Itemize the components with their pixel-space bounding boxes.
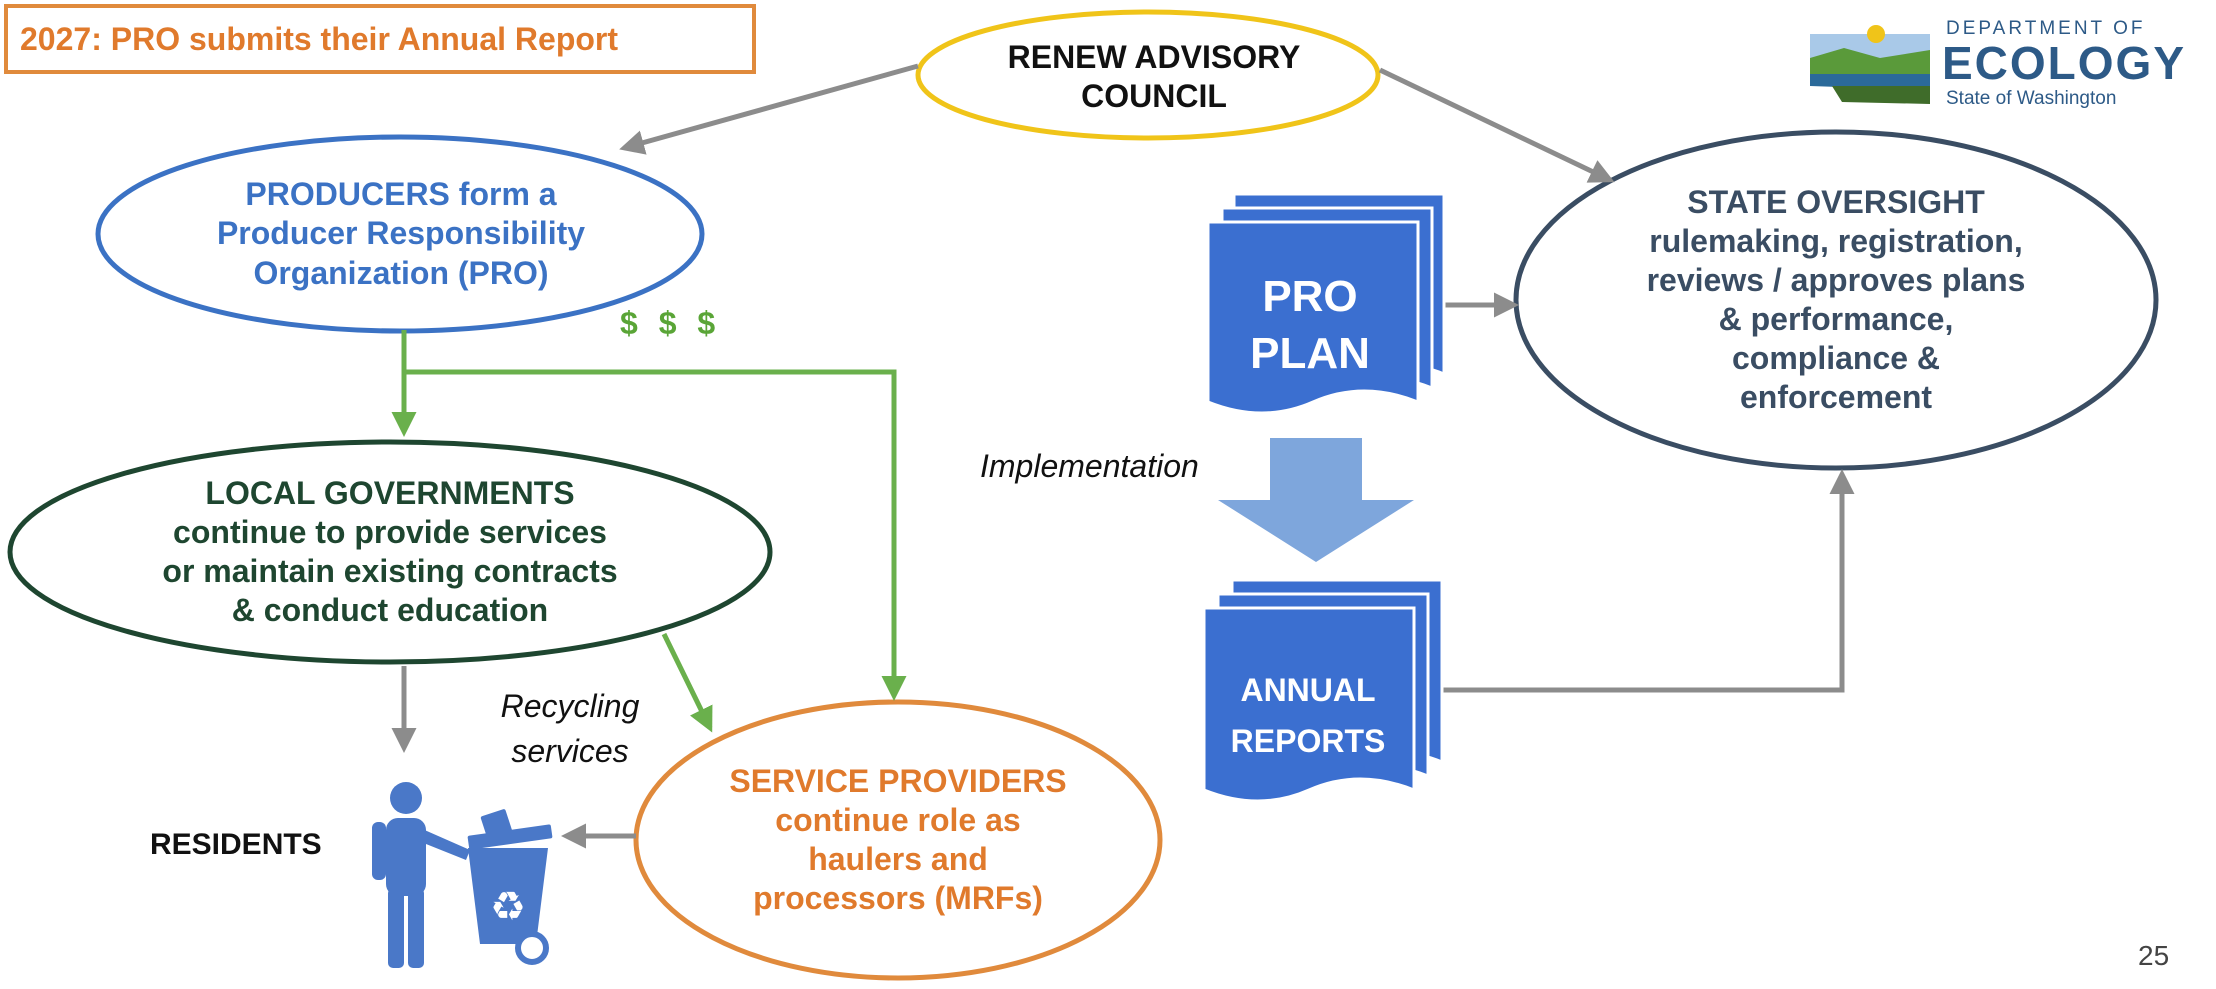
council-oval — [915, 9, 1381, 141]
logo-department-text: DEPARTMENT OF — [1946, 18, 2146, 39]
recycling-services-arrow — [661, 632, 713, 733]
arrow-council-to-producers — [619, 63, 919, 155]
council-line-1: RENEW ADVISORY — [1007, 38, 1301, 75]
state-line-2: rulemaking, registration, — [1649, 222, 2023, 259]
service-line-2: continue role as — [775, 801, 1021, 838]
local-gov-oval — [7, 439, 773, 665]
residents-label: RESIDENTS — [150, 828, 322, 861]
pro-plan-document-stack — [1206, 192, 1446, 415]
state-line-6: enforcement — [1739, 379, 1933, 416]
pro-plan-line-1: PRO — [1262, 271, 1358, 321]
money-to-service-providers — [404, 369, 907, 701]
state-line-1: STATE OVERSIGHT — [1687, 183, 1985, 220]
pro-plan-line-2: PLAN — [1250, 329, 1370, 378]
page-number: 25 — [2138, 940, 2170, 971]
producers-line-2: Producer Responsibility — [216, 215, 586, 252]
producers-line-1: PRODUCERS form a — [245, 176, 557, 213]
localgov-line-4: & conduct education — [231, 592, 549, 629]
recycling-services-line-2: services — [511, 732, 629, 769]
producers-line-3: Organization (PRO) — [253, 254, 549, 291]
service-line-4: processors (MRFs) — [753, 880, 1043, 917]
implementation-arrow — [1218, 438, 1414, 562]
pro-plan-label: PRO PLAN — [1202, 230, 1418, 420]
ecology-logo-icon — [1810, 25, 1930, 104]
service-line-3: haulers and — [808, 841, 988, 877]
slide-title: 2027: PRO submits their Annual Report — [4, 4, 756, 74]
annual-reports-line-1: ANNUAL — [1240, 671, 1376, 708]
service-providers-node: SERVICE PROVIDERS continue role as haule… — [632, 700, 1164, 980]
localgov-line-2: continue to provide services — [173, 513, 607, 550]
producers-oval — [95, 134, 705, 334]
annual-reports-document-stack — [1202, 578, 1444, 803]
money-label: $ $ $ — [620, 305, 722, 341]
annual-reports-line-2: REPORTS — [1230, 723, 1386, 759]
state-line-5: compliance & — [1731, 340, 1941, 377]
recycling-services-label: Recycling services — [470, 684, 670, 774]
logo-ecology-text: ECOLOGY — [1942, 37, 2187, 89]
state-line-4: & performance, — [1718, 301, 1954, 337]
localgov-line-1: LOCAL GOVERNMENTS — [205, 474, 575, 511]
recycling-services-line-1: Recycling — [500, 688, 640, 724]
service-line-1: SERVICE PROVIDERS — [729, 762, 1067, 799]
logo-state-text: State of Washington — [1946, 88, 2117, 109]
council-line-2: COUNCIL — [1081, 78, 1227, 114]
state-line-3: reviews / approves plans — [1646, 261, 2026, 298]
resident-recycling-icon: ♻ — [372, 782, 553, 968]
local-governments-node: LOCAL GOVERNMENTS continue to provide se… — [8, 440, 772, 664]
arrow-reports-to-state — [1436, 469, 1855, 693]
renew-advisory-council: RENEW ADVISORY COUNCIL — [918, 12, 1390, 142]
localgov-line-3: or maintain existing contracts — [162, 553, 618, 589]
svg-text:♻: ♻ — [490, 884, 526, 930]
state-oversight-node: STATE OVERSIGHT rulemaking, registration… — [1512, 130, 2160, 470]
implementation-label: Implementation — [980, 448, 1199, 484]
annual-reports-label: ANNUAL REPORTS — [1198, 646, 1418, 786]
producers-node: PRODUCERS form a Producer Responsibility… — [96, 136, 706, 332]
service-providers-oval — [633, 699, 1163, 981]
arrow-council-to-state — [1378, 67, 1615, 183]
